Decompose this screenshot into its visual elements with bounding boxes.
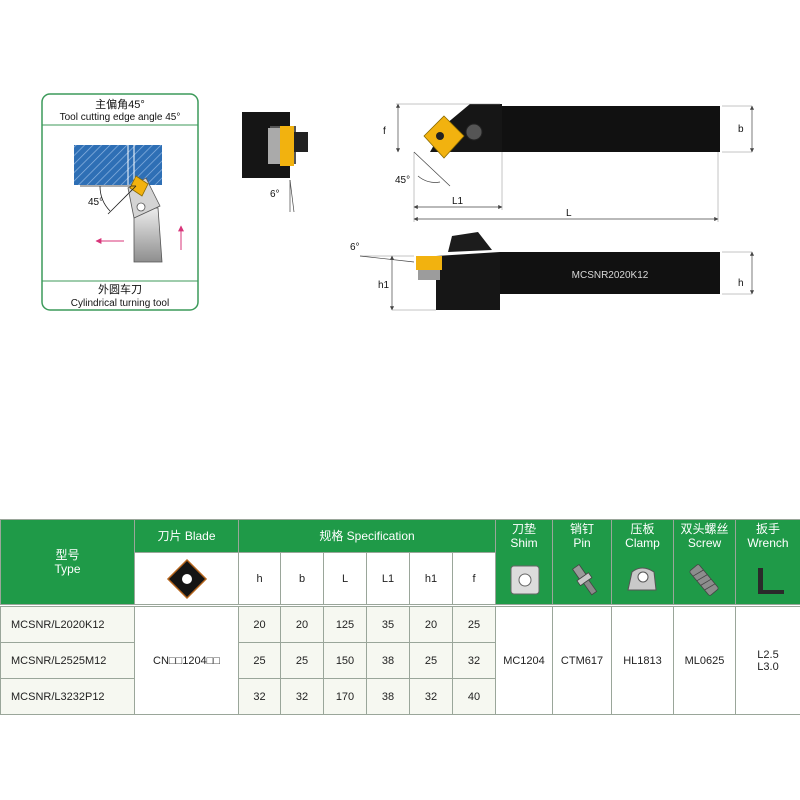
callout-box: 主偏角45° Tool cutting edge angle 45° 45° 外… [41,93,199,311]
top-view: f b L1 L 45° [383,103,755,222]
workpiece-hatch [74,145,162,185]
callout-footer-cn: 外圆车刀 [98,282,142,296]
tool-drawing: 主偏角45° Tool cutting edge angle 45° 45° 外… [41,93,755,311]
row-L1: 38 [366,678,410,715]
table-row: MCSNR/L3232P12 32 32 170 38 32 40 [0,678,800,715]
callout-footer-en: Cylindrical turning tool [71,298,169,309]
spec-col-L: L [323,552,367,605]
end-view-angle: 6° [270,189,280,200]
row-h1: 32 [409,678,453,715]
blade-insert-icon [166,558,207,599]
pin-value: CTM617 [552,606,612,715]
top-view-L: L [566,208,572,219]
spec-header: 规格 Specification [238,519,496,553]
row-L: 170 [323,678,367,715]
row-h1: 25 [409,642,453,679]
row-h1: 20 [409,606,453,643]
wrench-icon [758,568,784,594]
pin-icon [571,564,598,596]
row-h: 32 [238,678,281,715]
row-type: MCSNR/L3232P12 [0,678,135,715]
row-L1: 38 [366,642,410,679]
spec-col-b: b [280,552,324,605]
blade-header: 刀片 Blade [134,519,239,553]
side-view-h1: h1 [378,280,390,291]
row-b: 20 [280,606,324,643]
row-L1: 35 [366,606,410,643]
screw-value: ML0625 [673,606,736,715]
clamp-icon [627,567,657,591]
top-view-f: f [383,126,386,137]
side-view-marking: MCSNR2020K12 [572,270,649,281]
callout-title-cn: 主偏角45° [95,97,145,111]
shim-value: MC1204 [495,606,553,715]
top-view-insert [423,115,465,159]
blade-value: CN□□1204□□ [134,606,239,715]
top-view-b: b [738,124,744,135]
row-b: 25 [280,642,324,679]
shim-icon [510,565,540,595]
side-view-angle: 6° [350,242,360,253]
spec-col-h: h [238,552,281,605]
row-h: 20 [238,606,281,643]
spec-col-L1: L1 [366,552,410,605]
callout-insert [129,175,149,197]
blade-icon-cell [134,552,239,605]
row-f: 40 [452,678,496,715]
row-f: 25 [452,606,496,643]
top-view-L1: L1 [452,196,464,207]
table-row: MCSNR/L2525M12 25 25 150 38 25 32 [0,642,800,679]
callout-title-en: Tool cutting edge angle 45° [60,112,181,123]
top-view-angle: 45° [395,175,410,186]
clamp-value: HL1813 [611,606,674,715]
spec-col-f: f [452,552,496,605]
screw-icon [689,564,719,596]
table-row: MCSNR/L2020K12 CN□□1204□□ 20 20 125 35 2… [0,606,800,715]
end-view: 6° [242,112,308,213]
row-L: 125 [323,606,367,643]
side-view-h: h [738,278,744,289]
row-f: 32 [452,642,496,679]
callout-angle-label: 45° [88,197,103,208]
spec-col-h1: h1 [409,552,453,605]
row-h: 25 [238,642,281,679]
side-view: MCSNR2020K12 6° h1 h [350,232,755,311]
row-type: MCSNR/L2020K12 [0,606,135,643]
row-L: 150 [323,642,367,679]
row-b: 32 [280,678,324,715]
row-type: MCSNR/L2525M12 [0,642,135,679]
